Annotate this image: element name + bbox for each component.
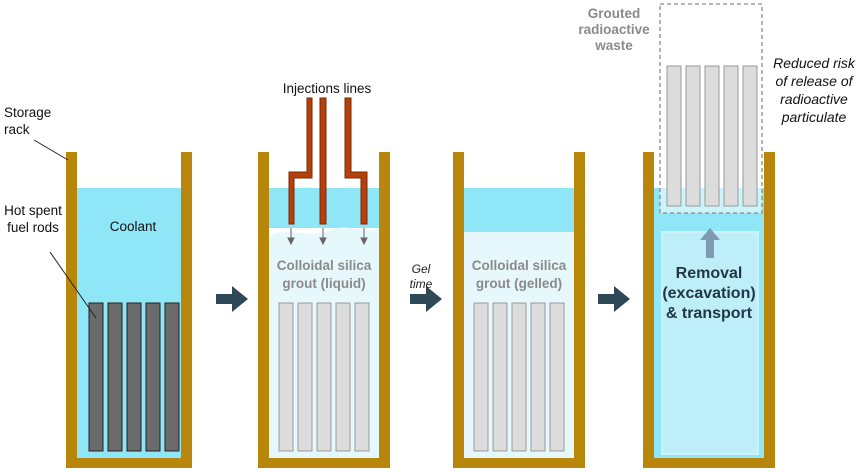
removal-label: Removal (excavation) & transport <box>662 265 756 322</box>
injection-lines-label: Injections lines <box>282 81 372 96</box>
injection-lines <box>288 97 368 225</box>
injection-line <box>288 97 313 225</box>
fuel-rod <box>354 302 370 452</box>
coolant-layer <box>464 188 574 232</box>
fuel-rod <box>335 302 351 452</box>
fuel-rod <box>549 302 565 452</box>
fuel-rod <box>511 302 527 452</box>
rack-wall-right <box>764 152 775 468</box>
hot-fuel-rods <box>88 302 180 452</box>
fuel-rod <box>742 65 758 207</box>
rack-wall-left <box>643 152 654 468</box>
rack-wall-left <box>453 152 464 468</box>
fuel-rod <box>685 65 701 207</box>
rack-floor <box>643 458 775 468</box>
panel-removal <box>643 3 775 468</box>
injection-line <box>344 97 368 225</box>
panel-gelled <box>453 152 585 468</box>
fuel-rod <box>107 302 123 452</box>
fuel-rod <box>316 302 332 452</box>
fuel-rod <box>723 65 739 207</box>
rack-floor <box>258 458 390 468</box>
grouted-fuel-rods <box>278 302 370 452</box>
fuel-rod <box>297 302 313 452</box>
rack-wall-right <box>379 152 390 468</box>
fuel-rod <box>473 302 489 452</box>
rack-floor <box>453 458 585 468</box>
rack-wall-left <box>258 152 269 468</box>
rack-wall-left <box>66 152 77 468</box>
step-arrow <box>216 286 248 312</box>
fuel-rod <box>88 302 104 452</box>
fuel-rod <box>704 65 720 207</box>
grouted-fuel-rods <box>666 65 758 207</box>
grout-gelled-label: Colloidal silica grout (gelled) <box>471 258 567 291</box>
storage-rack-label: Storage rack <box>4 105 52 137</box>
fuel-rod <box>666 65 682 207</box>
fuel-rods-leader <box>49 251 97 319</box>
rack-wall-right <box>181 152 192 468</box>
step-arrow <box>598 286 630 312</box>
panel-injection <box>258 97 390 468</box>
fuel-rod <box>530 302 546 452</box>
rack-floor <box>66 458 192 468</box>
storage-rack-leader <box>33 139 69 161</box>
panel-storage <box>33 139 192 468</box>
grouted-fuel-rods <box>473 302 565 452</box>
fuel-rod <box>145 302 161 452</box>
injection-line <box>319 97 327 225</box>
hot-fuel-rods-label: Hot spent fuel rods <box>4 203 62 235</box>
lift-arrow-icon <box>700 228 720 258</box>
excavation-cavity <box>661 231 759 455</box>
reduced-risk-label: Reduced risk of release of radioactive p… <box>773 55 855 125</box>
grouted-waste-label: Grouted radioactive waste <box>578 6 650 53</box>
fuel-rod <box>492 302 508 452</box>
step-arrow <box>410 286 442 312</box>
grout-liquid-label: Colloidal silica grout (liquid) <box>276 258 372 291</box>
fuel-rod <box>278 302 294 452</box>
fuel-rod <box>164 302 180 452</box>
fuel-rod <box>126 302 142 452</box>
flow-arrows <box>287 228 368 246</box>
gel-time-label: Gel time <box>409 262 433 291</box>
rack-wall-right <box>574 152 585 468</box>
coolant-label: Coolant <box>109 219 157 234</box>
